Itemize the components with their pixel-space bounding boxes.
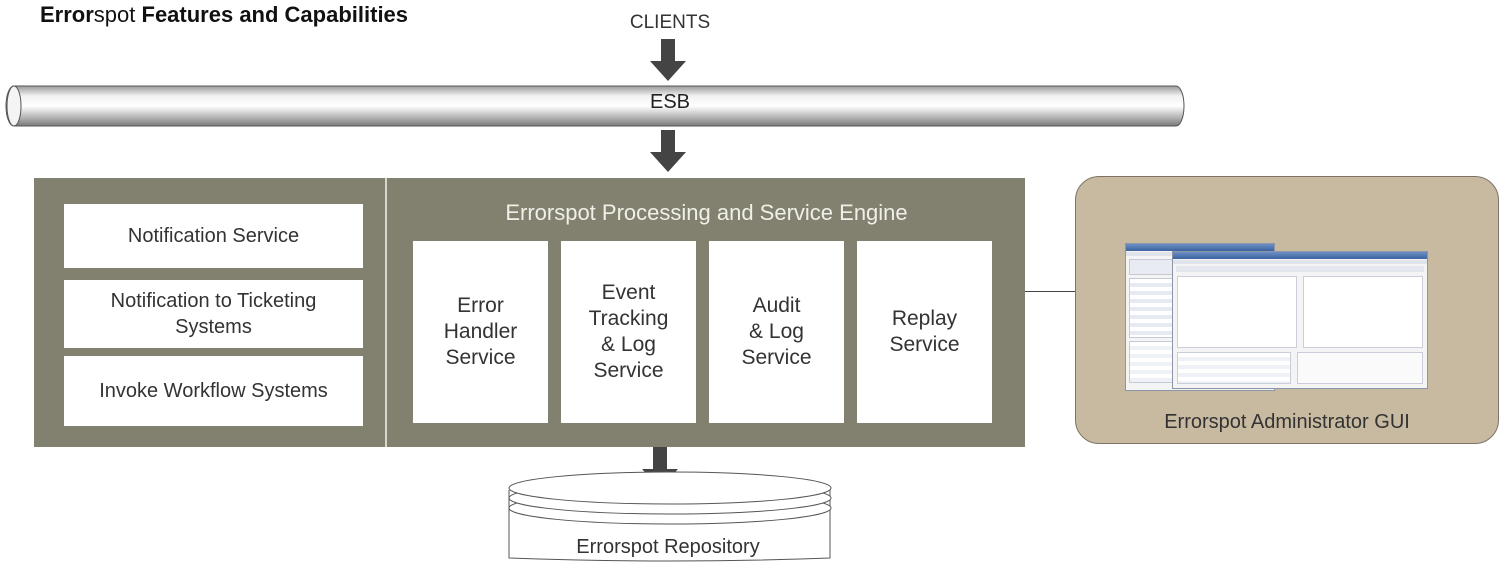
engine-to-admin-connector xyxy=(1025,291,1075,292)
admin-gui-label: Errorspot Administrator GUI xyxy=(1164,411,1410,433)
clients-to-esb-arrow xyxy=(650,39,686,81)
esb-to-engine-arrow xyxy=(650,130,686,172)
audit-log-service-box: Audit & Log Service xyxy=(709,241,844,423)
front-window-image xyxy=(1172,251,1428,389)
invoke-workflow-box: Invoke Workflow Systems xyxy=(64,356,363,426)
title-rest: Features and Capabilities xyxy=(135,2,409,27)
replay-service-box: Replay Service xyxy=(857,241,992,423)
repository-label: Errorspot Repository xyxy=(576,536,760,558)
title-regular-part: spot xyxy=(93,2,136,27)
notification-ticketing-box: Notification to Ticketing Systems xyxy=(64,280,363,348)
panel-divider xyxy=(385,178,387,447)
clients-label: CLIENTS xyxy=(629,12,711,33)
engine-title: Errorspot Processing and Service Engine xyxy=(505,200,908,225)
notification-service-box: Notification Service xyxy=(64,204,363,268)
esb-label: ESB xyxy=(649,91,691,113)
admin-gui-screenshot xyxy=(1125,243,1430,391)
repository-cylinder xyxy=(508,471,832,562)
esb-pipe xyxy=(5,85,1185,127)
error-handler-service-box: Error Handler Service xyxy=(413,241,548,423)
diagram-title: Errorspot Features and Capabilities xyxy=(40,0,408,30)
event-tracking-service-box: Event Tracking & Log Service xyxy=(561,241,696,423)
title-bold-part: Error xyxy=(40,2,94,27)
